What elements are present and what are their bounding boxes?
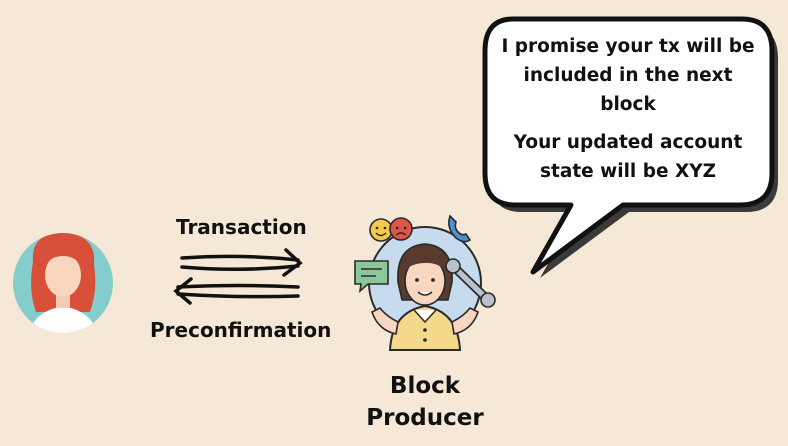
- block-producer-label: Block Producer: [366, 373, 484, 431]
- right-arrow-icon: [180, 248, 303, 277]
- left-arrow-icon: [173, 277, 300, 305]
- block-producer-icon: [368, 226, 482, 351]
- angry-face-icon: [389, 217, 413, 241]
- user-avatar-icon: [13, 233, 113, 333]
- preconfirmation-label: Preconfirmation: [150, 318, 332, 342]
- speech-bubble-text: I promise your tx will be included in th…: [494, 32, 762, 186]
- promise-text: I promise your tx will be included in th…: [501, 36, 755, 115]
- speech-bubble: [482, 16, 775, 275]
- wrench-icon: [445, 258, 496, 308]
- chat-icon: [354, 260, 389, 294]
- account-state-text: Your updated account state will be XYZ: [513, 132, 743, 182]
- transaction-label: Transaction: [176, 215, 307, 239]
- phone-icon: [448, 214, 472, 243]
- happy-face-icon: [369, 218, 393, 242]
